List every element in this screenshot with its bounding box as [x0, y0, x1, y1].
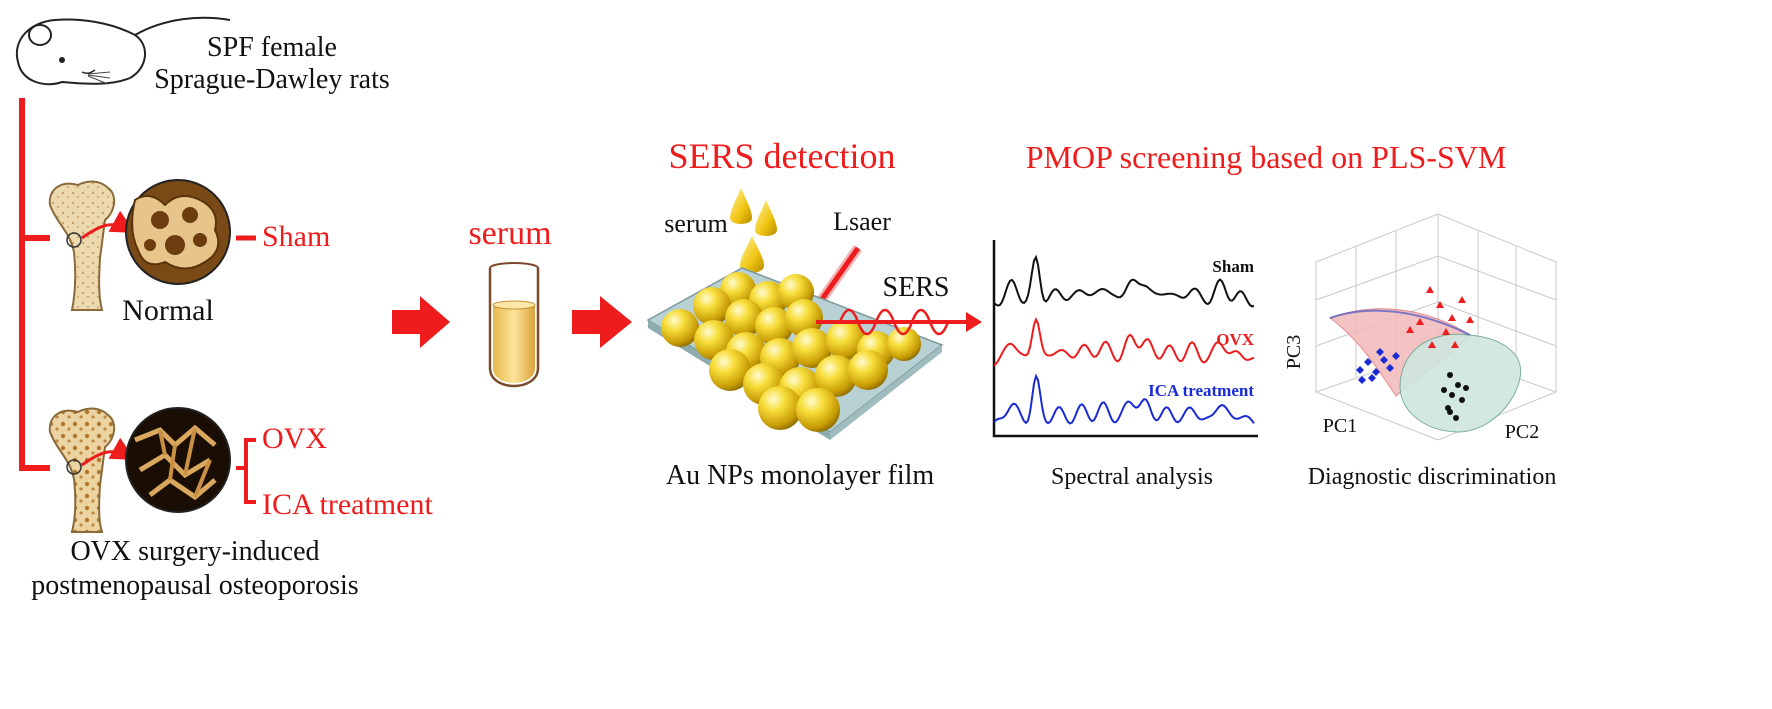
scatter-point-ovx — [1426, 286, 1434, 293]
scatter-point-ovx — [1458, 296, 1466, 303]
scatter-point-ovx — [1428, 341, 1436, 348]
spectrum-sham — [993, 254, 1255, 308]
flow-arrow-1 — [392, 296, 450, 348]
ica-treatment-label: ICA treatment — [262, 488, 433, 521]
pmop-heading: PMOP screening based on PLS-SVM — [1026, 139, 1507, 175]
scatter-point-ica — [1376, 348, 1384, 356]
scatter-point-ovx — [1466, 316, 1474, 323]
scatter-point-sham — [1463, 385, 1469, 391]
serum-droplets-icon — [730, 188, 777, 273]
scatter-point-ica — [1372, 368, 1380, 376]
scatter-point-ovx — [1436, 301, 1444, 308]
scatter-point-ovx — [1442, 328, 1450, 335]
spectrum-ica — [993, 373, 1255, 425]
laser-label: Lsaer — [833, 207, 891, 236]
normal-caption: Normal — [122, 294, 214, 327]
scatter-point-ovx — [1448, 314, 1456, 321]
sers-signal-arrow — [816, 308, 982, 336]
scatter-point-sham — [1453, 415, 1459, 421]
sers-serum-label: serum — [664, 209, 728, 238]
sers-caption: Au NPs monolayer film — [666, 460, 935, 491]
scatter-point-ica — [1356, 366, 1364, 374]
rat-illustration — [15, 16, 231, 86]
sers-signal-label: SERS — [883, 272, 950, 303]
spectrum-ovx-label: OVX — [1216, 330, 1255, 349]
ovx-label: OVX — [262, 422, 327, 455]
plot-caption: Diagnostic discrimination — [1308, 464, 1557, 490]
gold-nanoparticles — [661, 272, 921, 432]
pls-svm-3d-plot: PC3 PC1 PC2 — [1283, 213, 1557, 443]
flow-arrow-2 — [572, 296, 632, 348]
scatter-point-sham — [1449, 392, 1455, 398]
normal-femur-illustration — [48, 180, 136, 311]
osteoporotic-femur-illustration — [48, 407, 136, 533]
scatter-point-sham — [1447, 372, 1453, 378]
spectra-axes — [992, 240, 1258, 438]
osteoporotic-trabecular-circle — [125, 407, 231, 513]
axis-pc2-label: PC2 — [1505, 421, 1539, 443]
spectra-panel: Sham OVX ICA treatment — [992, 240, 1258, 438]
normal-trabecular-circle — [125, 179, 231, 285]
serum-tube-icon — [488, 262, 540, 388]
axis-pc3-label: PC3 — [1283, 335, 1305, 369]
scatter-point-sham — [1455, 382, 1461, 388]
treatment-bracket — [236, 438, 256, 504]
scatter-point-ovx — [1451, 341, 1459, 348]
scatter-point-ovx — [1416, 318, 1424, 325]
scatter-point-sham — [1459, 397, 1465, 403]
axis-pc1-label: PC1 — [1323, 415, 1357, 437]
sers-heading: SERS detection — [669, 136, 896, 176]
rat-label-line2: Sprague-Dawley rats — [154, 64, 390, 95]
spectra-caption: Spectral analysis — [1051, 464, 1213, 490]
scatter-sham-points — [1441, 372, 1469, 421]
scatter-ica-points — [1356, 348, 1400, 384]
spectrum-ica-label: ICA treatment — [1148, 381, 1254, 400]
spectrum-sham-label: Sham — [1212, 257, 1254, 276]
scatter-point-sham — [1441, 387, 1447, 393]
scatter-point-ica — [1386, 364, 1394, 372]
scatter-point-ica — [1368, 374, 1376, 382]
scatter-point-ica — [1364, 358, 1372, 366]
osteoporosis-caption-line1: OVX surgery-induced — [70, 536, 319, 567]
scatter-point-ica — [1392, 352, 1400, 360]
scatter-point-ica — [1380, 356, 1388, 364]
rat-label-line1: SPF female — [207, 32, 337, 63]
spectrum-ovx — [993, 316, 1255, 367]
osteoporosis-caption-line2: postmenopausal osteoporosis — [31, 570, 358, 601]
group-bracket — [19, 98, 50, 471]
serum-step-label: serum — [468, 215, 551, 252]
scatter-point-ica — [1358, 376, 1366, 384]
scatter-point-ovx — [1406, 326, 1414, 333]
sham-label: Sham — [262, 220, 330, 253]
scatter-point-sham — [1447, 409, 1453, 415]
scatter-ovx-points — [1406, 286, 1474, 348]
